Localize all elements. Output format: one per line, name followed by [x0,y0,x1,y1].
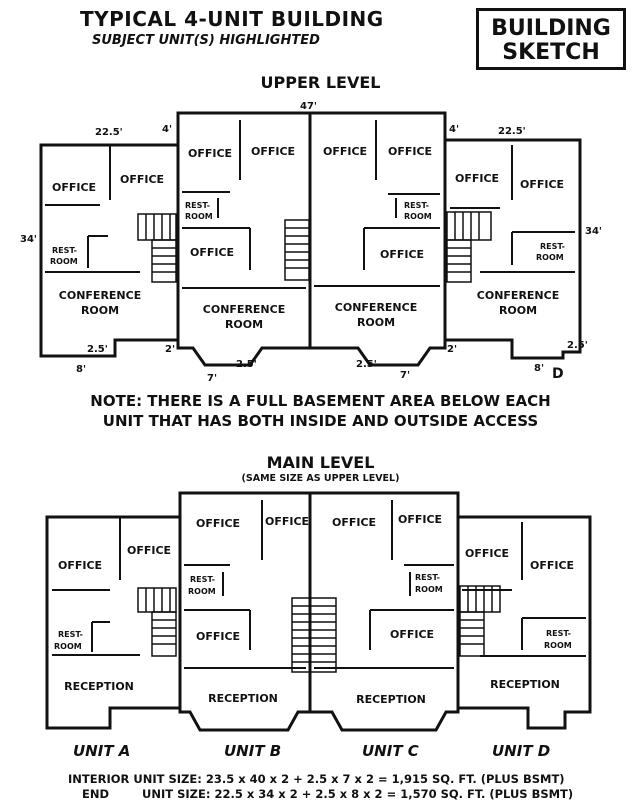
room-label: CONFERENCE [203,303,285,316]
room-label: OFFICE [332,516,376,529]
room-label: OFFICE [127,544,171,557]
note-line-1: NOTE: THERE IS A FULL BASEMENT AREA BELO… [90,392,551,410]
room-label: OFFICE [58,559,102,572]
room-label: ROOM [404,212,432,221]
end-size-label: END [82,787,110,801]
unit-size-summary: INTERIOR UNIT SIZE: 23.5 x 40 x 2 + 2.5 … [68,772,573,802]
room-label: ROOM [185,212,213,221]
room-label: OFFICE [196,517,240,530]
dimension-label: 2.5' [236,359,257,370]
room-label: REST- [185,201,210,210]
room-label: RECEPTION [64,680,134,693]
room-label: OFFICE [398,513,442,526]
dimension-label: 7' [400,370,410,381]
room-label: ROOM [54,642,82,651]
room-label: OFFICE [196,630,240,643]
room-label: ROOM [225,318,263,331]
main-stair-a [151,611,177,657]
main-stair-d [459,611,485,657]
room-label: OFFICE [265,515,309,528]
room-label: CONFERENCE [59,289,141,302]
room-label: OFFICE [380,248,424,261]
note-line-2: UNIT THAT HAS BOTH INSIDE AND OUTSIDE AC… [102,412,539,430]
main-stair-center [291,597,337,673]
room-label: OFFICE [388,145,432,158]
unit-label-b: UNIT B [224,742,282,760]
dimension-label: 47' [300,101,317,112]
unit-label-a: UNIT A [73,742,131,760]
dimension-label: 2' [447,344,457,355]
room-label: REST- [404,201,429,210]
room-label: ROOM [50,257,78,266]
room-label: OFFICE [120,173,164,186]
room-label: REST- [52,246,77,255]
main-level-heading: MAIN LEVEL [266,453,375,472]
room-label: OFFICE [530,559,574,572]
room-label: OFFICE [323,145,367,158]
dimension-label: 4' [162,124,172,135]
dimension-label: 2.5' [87,344,108,355]
dimension-label: 2.5' [356,359,377,370]
interior-size-label: INTERIOR UNIT SIZE: [68,772,202,786]
room-label: REST- [58,630,83,639]
mark-label: D [552,366,564,382]
room-label: ROOM [188,587,216,596]
basement-note: NOTE: THERE IS A FULL BASEMENT AREA BELO… [0,391,641,431]
room-label: RECEPTION [208,692,278,705]
room-label: OFFICE [465,547,509,560]
dimension-label: 7' [207,373,217,384]
dimension-label: 2.5' [567,340,588,351]
page-title: TYPICAL 4-UNIT BUILDING [80,7,384,31]
page-subtitle: SUBJECT UNIT(S) HIGHLIGHTED [92,33,320,48]
room-label: REST- [415,573,440,582]
upper-stair-center [284,219,310,281]
interior-size-line: INTERIOR UNIT SIZE: 23.5 x 40 x 2 + 2.5 … [68,772,573,787]
upper-unit-d-outline [443,138,582,360]
room-label: OFFICE [520,178,564,191]
room-label: OFFICE [390,628,434,641]
dimension-label: 4' [449,124,459,135]
room-label: OFFICE [52,181,96,194]
room-label: ROOM [357,316,395,329]
room-label: RECEPTION [490,678,560,691]
room-label: ROOM [499,304,537,317]
main-unit-d-outline [456,515,592,730]
room-label: CONFERENCE [335,301,417,314]
room-label: ROOM [544,641,572,650]
building-sketch-badge: BUILDING SKETCH [476,8,626,70]
room-label: RECEPTION [356,693,426,706]
room-label: OFFICE [455,172,499,185]
room-label: ROOM [81,304,119,317]
room-label: OFFICE [251,145,295,158]
room-label: OFFICE [190,246,234,259]
end-size-value: UNIT SIZE: 22.5 x 34 x 2 + 2.5 x 8 x 2 =… [142,787,574,801]
unit-label-d: UNIT D [492,742,551,760]
upper-level-heading: UPPER LEVEL [260,73,381,92]
dimension-label: 34' [20,234,37,245]
dimension-label: 2' [165,344,175,355]
badge-line-1: BUILDING [491,16,611,41]
dimension-label: 22.5' [95,127,123,138]
interior-size-value: 23.5 x 40 x 2 + 2.5 x 7 x 2 = 1,915 SQ. … [205,772,565,786]
room-label: REST- [540,242,565,251]
room-label: CONFERENCE [477,289,559,302]
room-label: ROOM [415,585,443,594]
end-size-line: END UNIT SIZE: 22.5 x 34 x 2 + 2.5 x 8 x… [68,787,573,802]
dimension-label: 34' [585,226,602,237]
dimension-label: 22.5' [498,126,526,137]
main-level-subheading: (SAME SIZE AS UPPER LEVEL) [241,473,400,484]
room-label: ROOM [536,253,564,262]
badge-line-2: SKETCH [502,40,600,65]
unit-label-c: UNIT C [362,742,419,760]
dimension-label: 8' [534,363,544,374]
room-label: REST- [546,629,571,638]
room-label: REST- [190,575,215,584]
room-label: OFFICE [188,147,232,160]
dimension-label: 8' [76,364,86,375]
